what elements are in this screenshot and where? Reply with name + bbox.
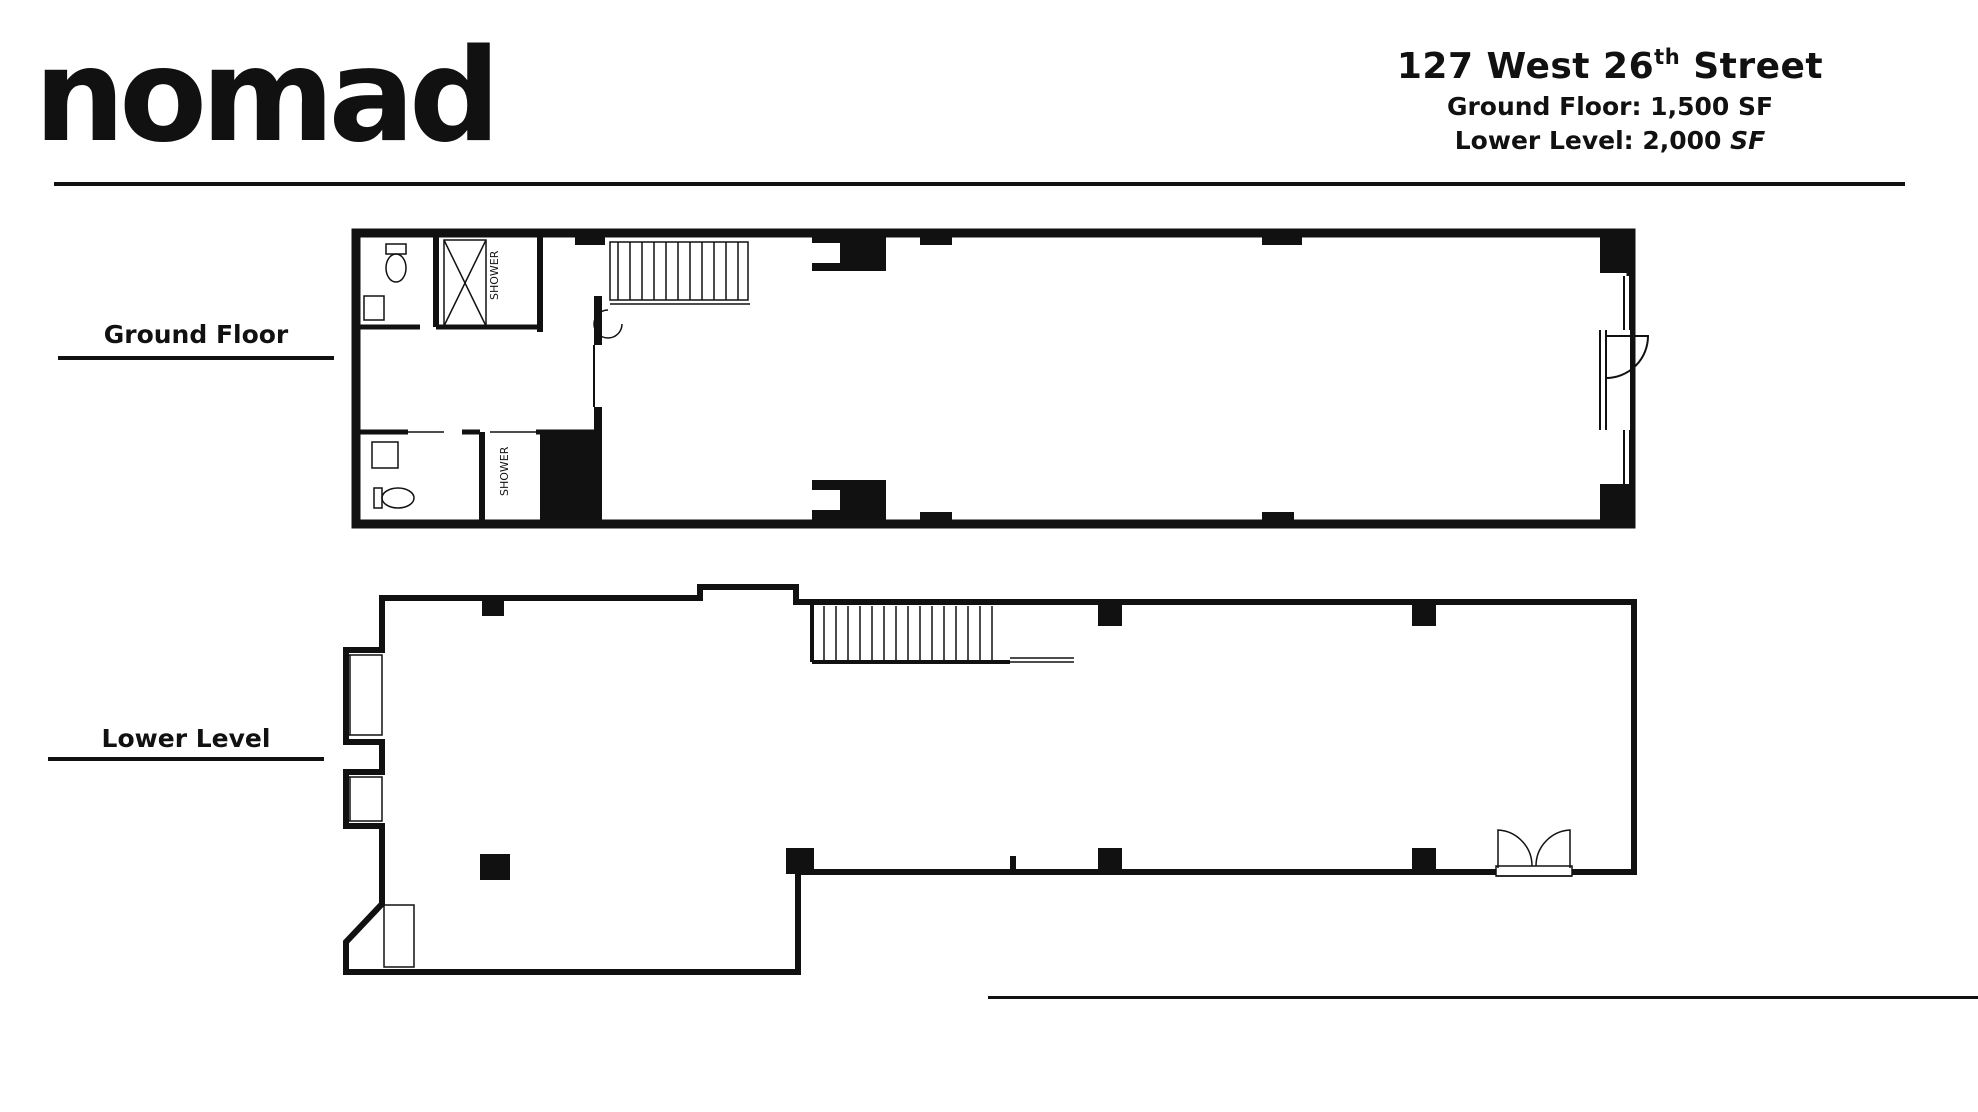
sink-icon — [363, 295, 385, 321]
nomad-logo: nomad — [34, 22, 500, 154]
column — [482, 600, 504, 616]
column — [1098, 604, 1122, 626]
ground-floor-label-rule — [58, 356, 334, 360]
sink-icon — [371, 441, 399, 469]
ground-floor-label: Ground Floor — [103, 320, 289, 349]
shower-label-lower: SHOWER — [498, 446, 511, 496]
shower-lower: SHOWER — [498, 435, 593, 499]
column — [480, 854, 510, 880]
lower-level-outer-wall — [343, 584, 1637, 975]
shower-upper: SHOWER — [443, 239, 501, 327]
lower-level-stair — [810, 602, 1074, 664]
toilet-icon — [385, 253, 407, 283]
lower-level-plan — [343, 584, 1637, 975]
ground-floor-stair — [609, 241, 750, 305]
footer-divider — [988, 996, 1978, 999]
lower-level-label-rule — [48, 757, 324, 761]
sink-icon — [593, 309, 623, 339]
toilet-icon — [381, 487, 415, 509]
ground-floor-area: Ground Floor: 1,500 SF — [1446, 92, 1774, 121]
column — [1412, 604, 1436, 626]
logo-text: nomad — [34, 22, 494, 154]
column — [1412, 848, 1436, 872]
address: 127 West 26th Street — [1396, 45, 1824, 87]
lower-level-area: Lower Level: 2,000 SF — [1454, 126, 1766, 155]
entry-door-swing — [1605, 335, 1650, 379]
ground-floor-outer-wall — [351, 228, 1636, 529]
property-info: 127 West 26th Street Ground Floor: 1,500… — [1330, 44, 1890, 158]
header-divider — [54, 182, 1905, 186]
column — [786, 848, 814, 874]
column — [1098, 848, 1122, 872]
double-door-swing — [1495, 829, 1573, 877]
shower-label-upper: SHOWER — [488, 250, 501, 300]
ground-floor-plan: SHOWER SHOWER — [351, 228, 1650, 529]
lower-level-label: Lower Level — [101, 724, 271, 753]
